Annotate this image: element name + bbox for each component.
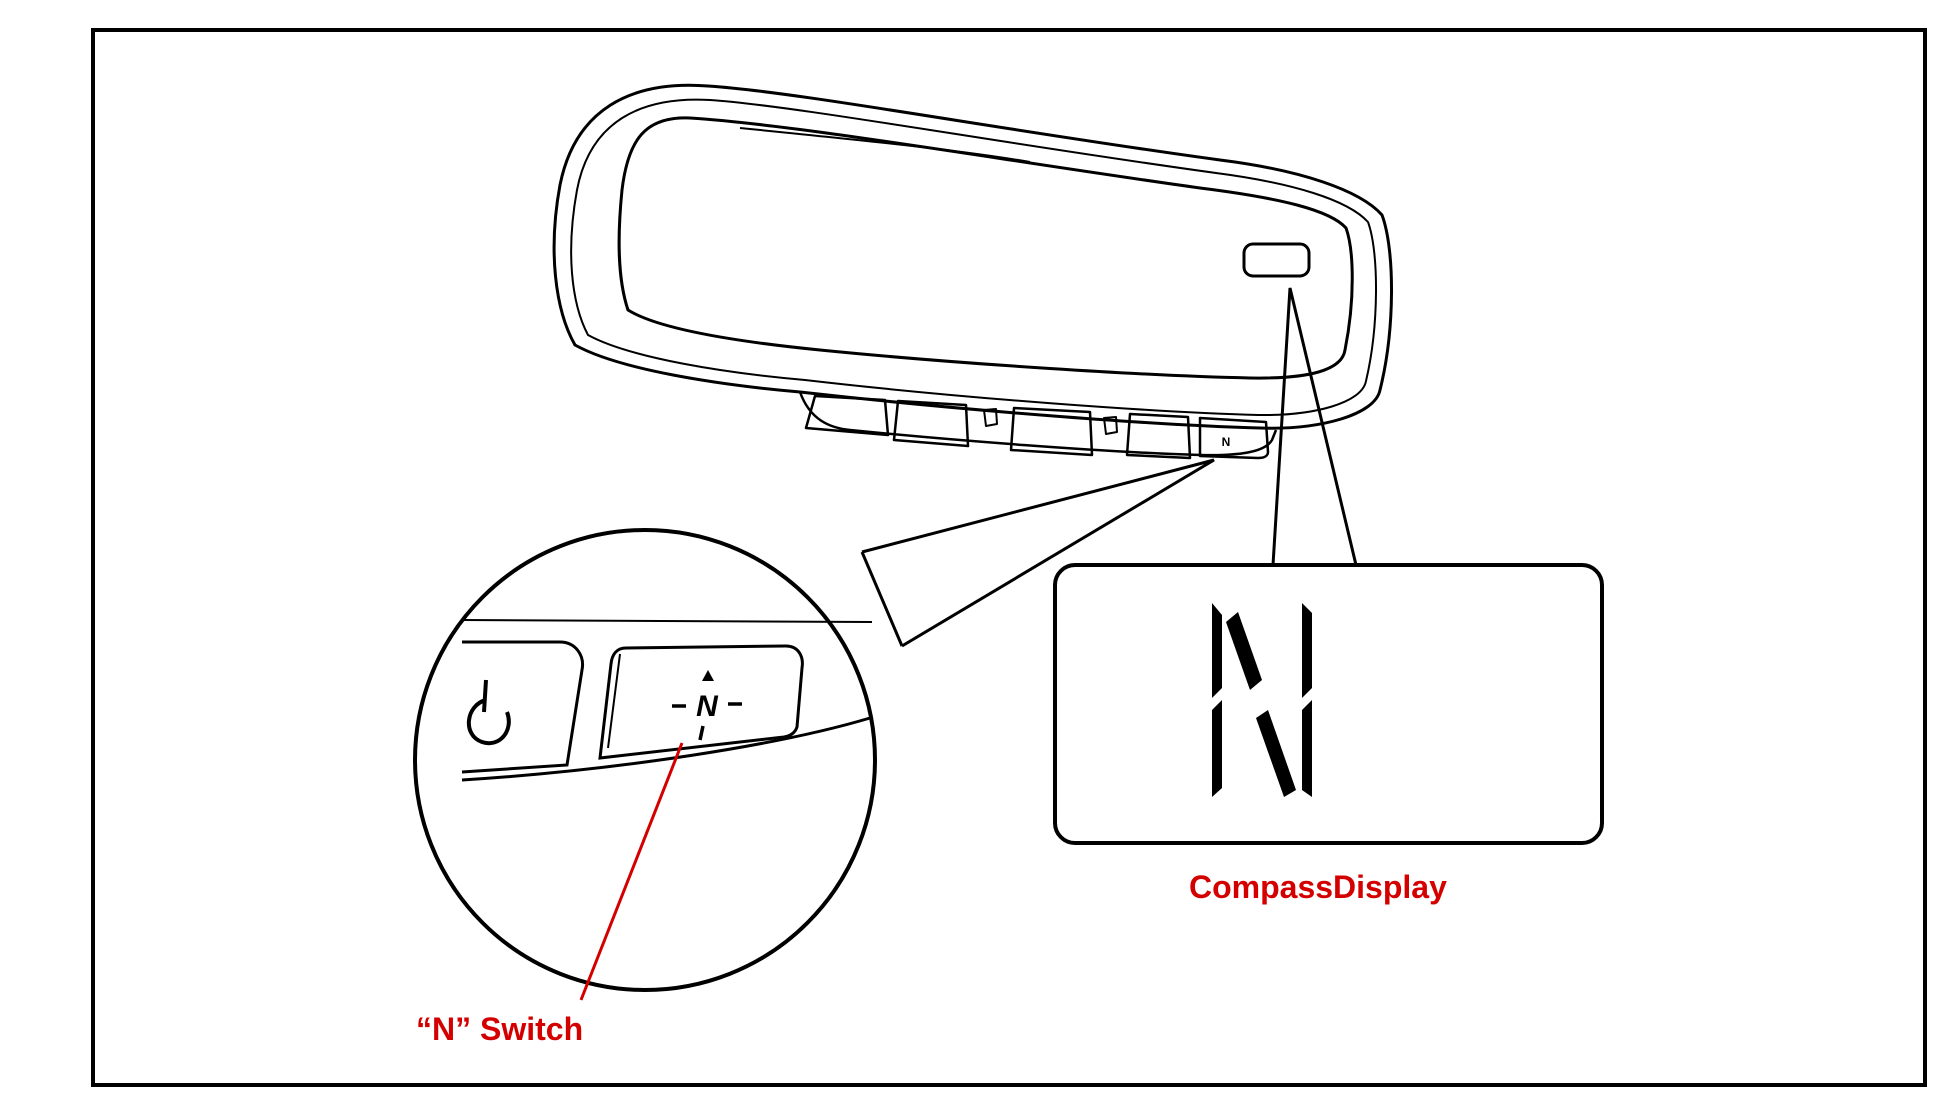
- display-pointer: [1271, 287, 1358, 566]
- mirror-n-switch-small[interactable]: [1198, 416, 1270, 460]
- mirror-button-4[interactable]: [1125, 412, 1192, 460]
- button-strip: [798, 391, 1278, 457]
- n-switch-button-shadow: [607, 653, 621, 749]
- compass-display-box: [1053, 563, 1604, 845]
- mirror-compass-window: [1242, 242, 1311, 278]
- mirror-housing-outer: [552, 83, 1393, 430]
- mirror-buttons: [804, 394, 1270, 460]
- magnifier-housing-edge: [461, 619, 873, 623]
- mirror-housing-inner: [570, 98, 1378, 417]
- mirror-n-switch-glyph: N: [1222, 435, 1231, 449]
- magnifier-pointer: [861, 458, 1215, 648]
- compass-display-callout: [1053, 287, 1604, 845]
- mirror-glass: [617, 116, 1354, 380]
- n-switch-leader-line: [579, 742, 684, 1001]
- rearview-mirror: [552, 83, 1393, 460]
- magnifier-power-button[interactable]: [461, 640, 585, 774]
- mirror-button-3[interactable]: [1009, 406, 1094, 457]
- n-switch-glyph: N: [696, 690, 719, 723]
- magnifier-housing-bottom: [461, 716, 871, 782]
- frame-border: [91, 28, 1927, 1087]
- mirror-icon-a: [983, 408, 998, 427]
- compass-display-n-segments: [1212, 603, 1312, 797]
- compass-display-label: CompassDisplay: [1189, 869, 1447, 905]
- compass-north-icon: [672, 670, 742, 741]
- mirror-button-2[interactable]: [892, 399, 970, 448]
- magnifier-callout: N: [413, 458, 1215, 992]
- mirror-glass-highlight: [739, 127, 1031, 163]
- n-switch-button[interactable]: [598, 644, 804, 760]
- mirror-button-1[interactable]: [804, 394, 890, 437]
- mirror-icon-b: [1103, 416, 1118, 435]
- power-icon: [466, 679, 511, 746]
- n-switch-label: “N” Switch: [416, 1011, 583, 1047]
- magnifier-pointer-join: [860, 551, 904, 647]
- magnifier-circle: [413, 528, 877, 992]
